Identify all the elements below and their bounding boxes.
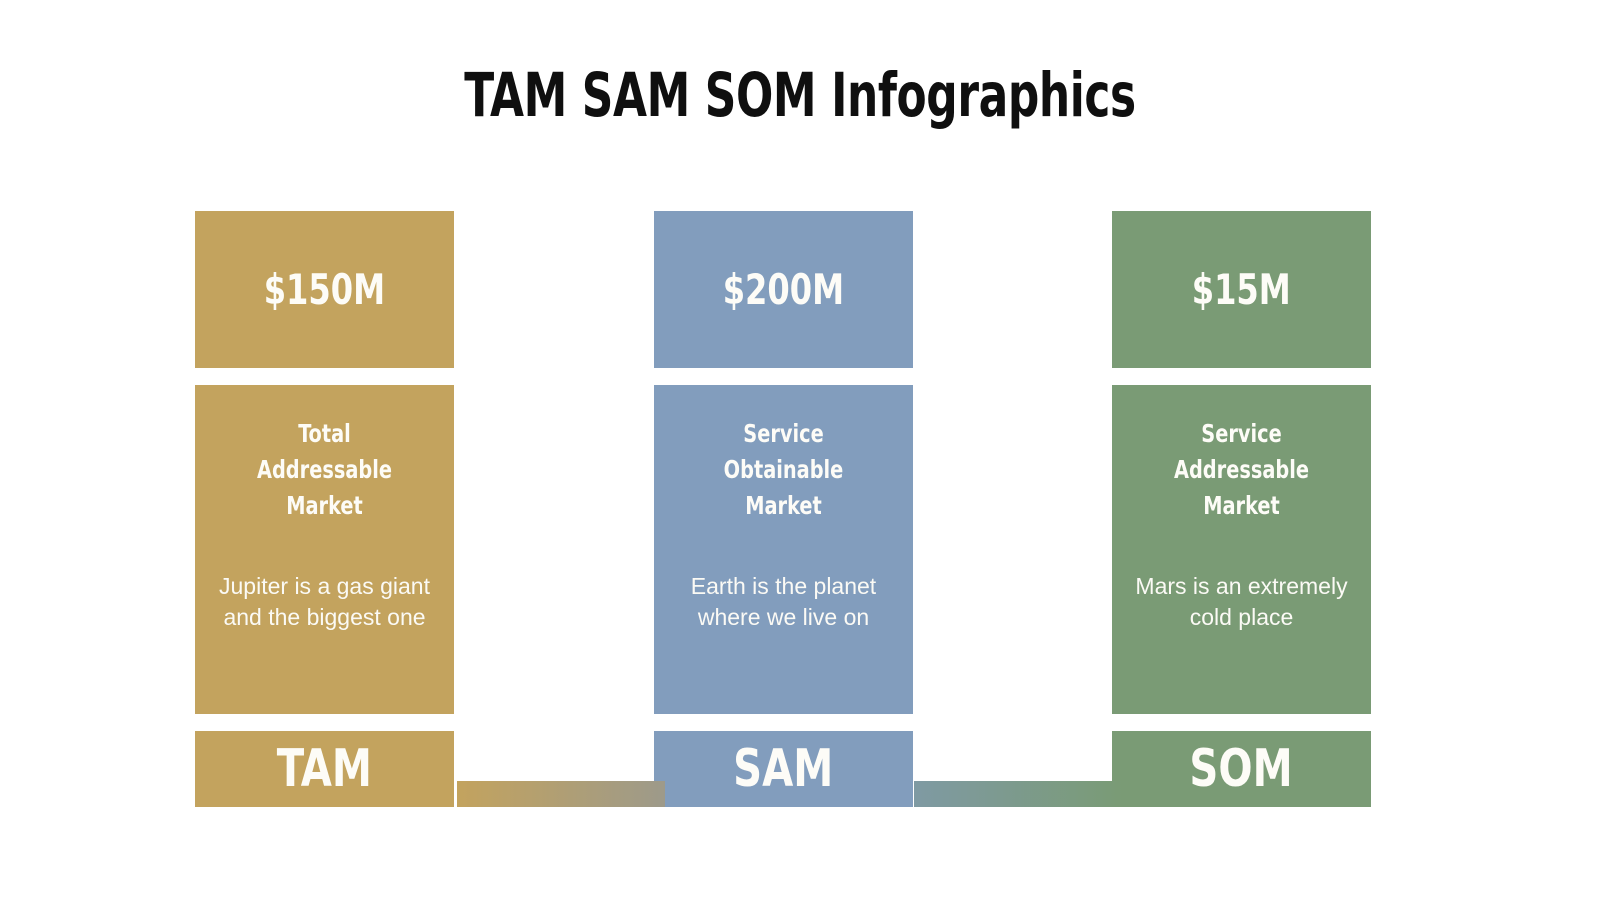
sam-label-text: SAM	[733, 739, 834, 799]
som-label-bar: SOM	[1112, 731, 1371, 807]
tam-heading-line-1: Total	[298, 419, 351, 448]
sam-heading: Service Obtainable Market	[672, 416, 895, 524]
som-value-text: $15M	[1191, 264, 1291, 314]
tam-heading: Total Addressable Market	[213, 416, 436, 524]
sam-value-text: $200M	[722, 264, 845, 314]
som-heading-line-1: Service	[1201, 419, 1282, 448]
tam-description-block: Total Addressable Market Jupiter is a ga…	[195, 385, 454, 714]
tam-heading-line-3: Market	[286, 491, 363, 520]
tam-label-bar: TAM	[195, 731, 454, 807]
som-body-text: Mars is an extremely cold place	[1135, 573, 1348, 630]
sam-heading-line-2: Obtainable	[723, 455, 844, 484]
som-description-block: Service Addressable Market Mars is an ex…	[1112, 385, 1371, 714]
tam-label-text: TAM	[276, 739, 373, 799]
column-sam: $200M Service Obtainable Market Earth is…	[654, 211, 913, 807]
som-heading: Service Addressable Market	[1130, 416, 1353, 524]
tam-value-block: $150M	[195, 211, 454, 368]
sam-heading-line-3: Market	[745, 491, 822, 520]
sam-body-text: Earth is the planet where we live on	[690, 573, 877, 630]
som-label-text: SOM	[1189, 739, 1294, 799]
som-value-block: $15M	[1112, 211, 1371, 368]
sam-label-bar: SAM	[654, 731, 913, 807]
tam-value-text: $150M	[263, 264, 386, 314]
tam-body-text: Jupiter is a gas giant and the biggest o…	[219, 573, 430, 630]
column-tam: $150M Total Addressable Market Jupiter i…	[195, 211, 454, 807]
connector-sam-som	[914, 781, 1122, 807]
sam-heading-line-1: Service	[743, 419, 824, 448]
som-heading-line-3: Market	[1203, 491, 1280, 520]
column-som: $15M Service Addressable Market Mars is …	[1112, 211, 1371, 807]
page-title: TAM SAM SOM Infographics	[464, 60, 1136, 131]
tam-heading-line-2: Addressable	[256, 455, 392, 484]
connector-tam-sam	[457, 781, 665, 807]
som-heading-line-2: Addressable	[1173, 455, 1309, 484]
sam-description-block: Service Obtainable Market Earth is the p…	[654, 385, 913, 714]
sam-value-block: $200M	[654, 211, 913, 368]
